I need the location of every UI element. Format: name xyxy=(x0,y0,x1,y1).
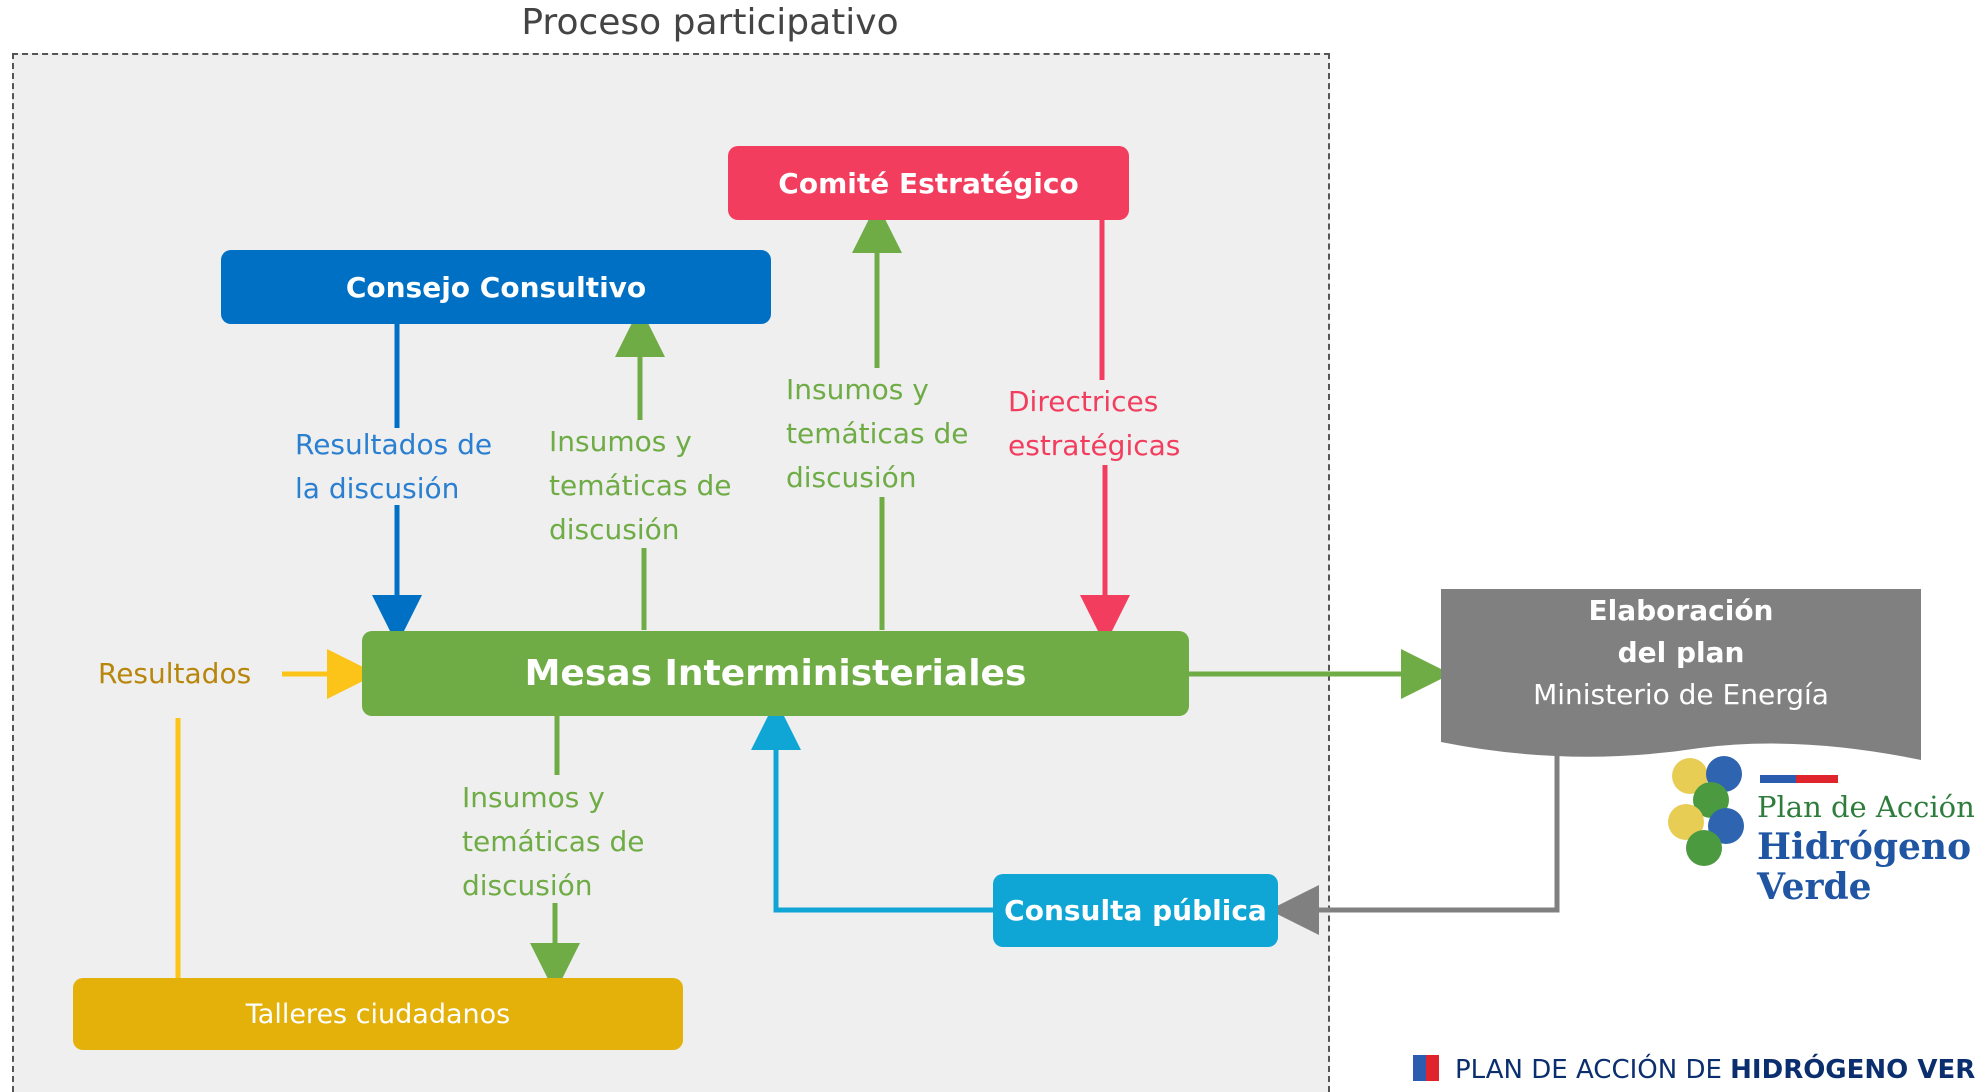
logo-line2: Hidrógeno xyxy=(1757,826,1972,868)
label-line: discusión xyxy=(786,461,917,494)
label-insumos-talleres: Insumos y temáticas de discusión xyxy=(462,776,644,908)
consulta-publica-node: Consulta pública xyxy=(993,874,1278,947)
label-line: temáticas de xyxy=(462,825,645,858)
label-line: temáticas de xyxy=(786,417,969,450)
label-line: temáticas de xyxy=(549,469,732,502)
elaboracion-line1: Elaboración xyxy=(1588,594,1774,627)
logo-line3: Verde xyxy=(1757,866,1872,908)
label-line: la discusión xyxy=(295,472,460,505)
arrow-consulta-to-mesas xyxy=(751,700,993,913)
talleres-ciudadanos-node: Talleres ciudadanos xyxy=(73,978,683,1050)
footer: PLAN DE ACCIÓN DE HIDRÓGENO VERDE xyxy=(1413,1055,1977,1085)
mesas-interministeriales-label: Mesas Interministeriales xyxy=(524,653,1027,694)
elaboracion-line2: del plan xyxy=(1617,636,1745,669)
label-directrices: Directrices estratégicas xyxy=(1008,380,1180,468)
elaboracion-line3: Ministerio de Energía xyxy=(1533,678,1829,711)
arrow-elaboracion-to-consulta xyxy=(1269,755,1560,935)
logo-drops xyxy=(1668,756,1838,866)
comite-estrategico-node: Comité Estratégico xyxy=(728,146,1129,220)
label-resultados: Resultados xyxy=(98,657,252,690)
label-line: estratégicas xyxy=(1008,429,1181,462)
elaboracion-node: Elaboración del plan Ministerio de Energ… xyxy=(1441,590,1921,716)
label-insumos-comite: Insumos y temáticas de discusión xyxy=(786,368,968,500)
consejo-consultivo-label: Consejo Consultivo xyxy=(345,270,647,304)
label-line: Directrices xyxy=(1008,385,1159,418)
region-title: Proceso participativo xyxy=(470,2,950,43)
consulta-publica-label: Consulta pública xyxy=(1004,894,1267,927)
footer-prefix: PLAN DE ACCIÓN DE xyxy=(1455,1055,1731,1085)
label-line: Insumos y xyxy=(786,373,929,406)
mesas-interministeriales-node: Mesas Interministeriales xyxy=(362,631,1189,716)
label-resultados-discusion: Resultados de la discusión xyxy=(295,423,492,511)
label-line: discusión xyxy=(549,513,680,546)
label-line: Insumos y xyxy=(549,425,692,458)
comite-estrategico-label: Comité Estratégico xyxy=(778,166,1079,200)
talleres-ciudadanos-label: Talleres ciudadanos xyxy=(245,998,511,1030)
footer-bold: HIDRÓGENO VERDE xyxy=(1730,1055,1977,1085)
label-line: Insumos y xyxy=(462,781,605,814)
chile-flag-icon xyxy=(1413,1055,1439,1081)
label-line: Resultados de xyxy=(295,428,493,461)
logo-line1: Plan de Acción xyxy=(1757,790,1975,824)
label-line: discusión xyxy=(462,869,593,902)
consejo-consultivo-node: Consejo Consultivo xyxy=(221,250,771,324)
elaboracion-shape xyxy=(1441,589,1921,760)
label-insumos-consejo: Insumos y temáticas de discusión xyxy=(549,420,731,552)
